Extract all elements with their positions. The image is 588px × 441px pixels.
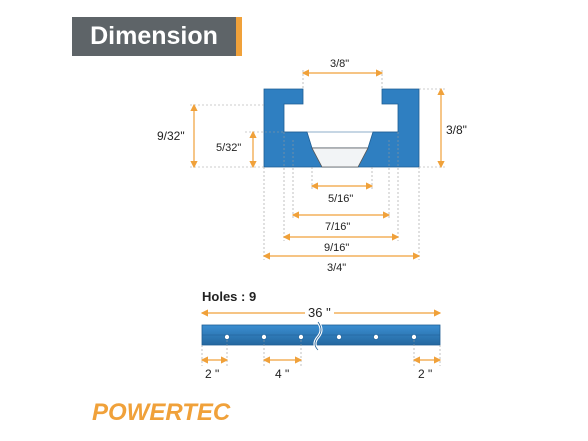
right-height-label: 3/8" [446,123,467,137]
brand-logo: POWERTEC [92,399,231,426]
header-banner [72,17,242,56]
rail-hole [411,334,417,340]
holes-count-label: Holes : 9 [202,289,257,304]
right-offset-label: 2 " [418,367,433,381]
rail [201,321,441,352]
rail-hole [298,334,304,340]
left-offset-label: 2 " [205,367,220,381]
dim-3-label: 9/16" [324,242,350,254]
rail-hole [261,334,267,340]
slot-depth-label: 5/32" [216,142,242,154]
rail-hole [224,334,230,340]
page-title: Dimension [90,22,218,50]
rail-hole [373,334,379,340]
dim-2-label: 7/16" [325,221,351,233]
rail-length-label: 36 " [305,305,334,320]
top-width-label: 3/8" [328,58,352,70]
left-height-label: 9/32" [157,129,185,143]
header-accent-bar [236,17,242,56]
dim-1-label: 5/16" [328,193,354,205]
rail-hole [336,334,342,340]
track-countersink [311,147,369,168]
dimension-arrows [190,69,445,260]
track-profile [263,88,420,168]
spacing-label: 4 " [275,367,290,381]
dim-4-label: 3/4" [327,262,347,274]
